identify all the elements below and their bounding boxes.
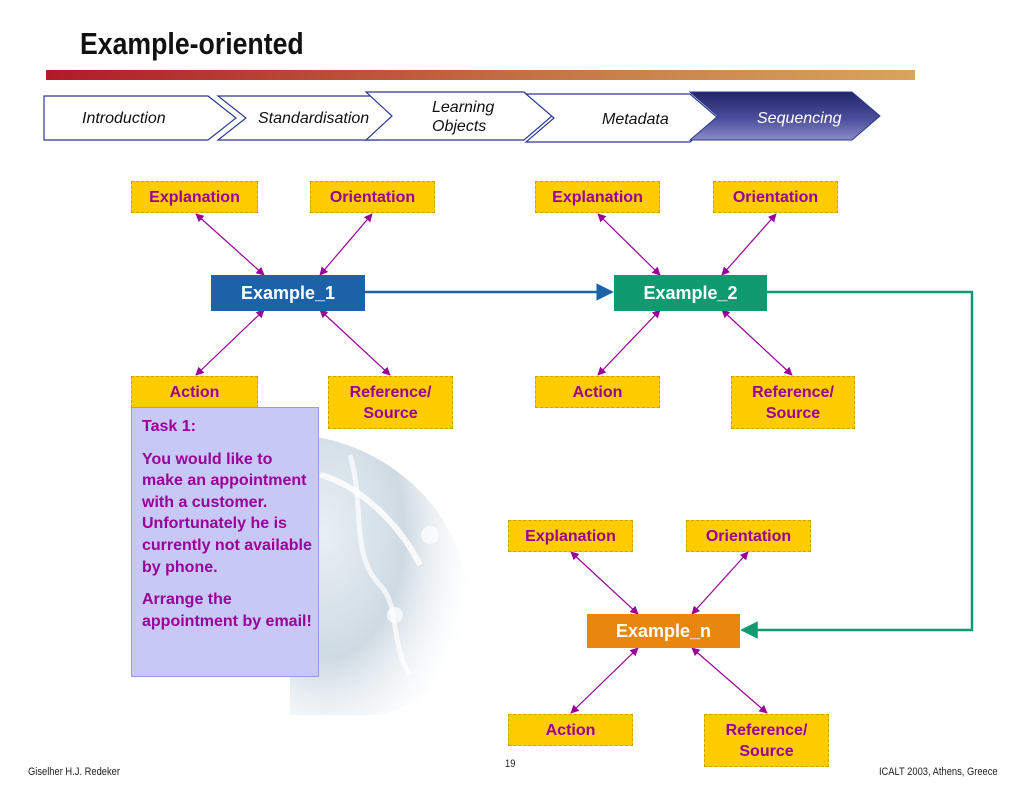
nav-label-learning-line1: Learning bbox=[432, 99, 495, 116]
slide-title: Example-oriented bbox=[80, 26, 304, 61]
ex1-action-box: Action bbox=[131, 376, 258, 408]
ex2-explanation-box: Explanation bbox=[535, 181, 660, 213]
connector-exn-explanation bbox=[570, 551, 639, 615]
nav-label-metadata: Metadata bbox=[602, 111, 669, 128]
footer-author: Giselher H.J. Redeker bbox=[28, 766, 120, 778]
connector-ex2-explanation bbox=[597, 213, 661, 276]
ex2-reference-line1: Reference/ bbox=[752, 383, 834, 401]
flow-arrow-ex2-to-exn bbox=[740, 290, 974, 639]
exn-explanation-box: Explanation bbox=[508, 520, 633, 552]
footer-conference: ICALT 2003, Athens, Greece bbox=[879, 766, 998, 778]
task-instruction: Arrange the appointment by email! bbox=[142, 591, 312, 630]
connector-exn-action bbox=[570, 647, 639, 714]
ex2-action-box: Action bbox=[535, 376, 660, 408]
connector-ex2-orientation bbox=[721, 213, 777, 276]
nav-chevrons-graphic bbox=[43, 91, 881, 143]
connector-ex1-action bbox=[195, 309, 265, 376]
example-n-node: Example_n bbox=[587, 614, 740, 648]
sequence-navigation: Introduction Standardisation Learning Ob… bbox=[40, 90, 890, 146]
connector-ex2-reference bbox=[721, 309, 793, 376]
nav-chevron-introduction[interactable] bbox=[43, 95, 237, 141]
nav-chevron-learning-objects[interactable] bbox=[364, 91, 553, 141]
nav-label-learning-line2: Objects bbox=[432, 118, 487, 135]
nav-label-learning-objects: Learning Objects bbox=[432, 98, 494, 136]
exn-orientation-box: Orientation bbox=[686, 520, 811, 552]
connector-exn-reference bbox=[691, 647, 768, 714]
ex2-orientation-box: Orientation bbox=[713, 181, 838, 213]
ex1-reference-line2: Source bbox=[363, 404, 418, 422]
example-1-node: Example_1 bbox=[211, 275, 365, 311]
ex1-reference-line1: Reference/ bbox=[349, 383, 432, 401]
ex2-reference-line2: Source bbox=[765, 404, 821, 422]
task-body: You would like to make an appointment wi… bbox=[142, 450, 312, 576]
exn-action-box: Action bbox=[508, 714, 633, 746]
task-description-box: Task 1: You would like to make an appoin… bbox=[131, 407, 319, 677]
nav-label-standardisation: Standardisation bbox=[258, 110, 370, 127]
task-heading: Task 1: bbox=[142, 418, 196, 435]
title-underline-bar bbox=[46, 70, 915, 80]
connector-ex1-reference bbox=[319, 309, 391, 376]
exn-reference-line1: Reference/ bbox=[725, 721, 808, 739]
exn-reference-line2: Source bbox=[739, 742, 794, 760]
ex1-reference-box: Reference/ Source bbox=[328, 376, 453, 429]
ex1-orientation-box: Orientation bbox=[310, 181, 435, 213]
ex2-reference-box: Reference/ Source bbox=[731, 376, 855, 429]
nav-chevron-sequencing[interactable] bbox=[688, 91, 881, 141]
connector-exn-orientation bbox=[691, 551, 749, 615]
nav-label-introduction: Introduction bbox=[82, 110, 166, 127]
nav-chevron-metadata[interactable] bbox=[524, 93, 719, 143]
page-number: 19 bbox=[505, 758, 516, 770]
globe-puzzle-image bbox=[290, 435, 467, 715]
connector-ex1-orientation bbox=[319, 213, 373, 276]
connector-ex2-action bbox=[597, 309, 661, 376]
example-2-node: Example_2 bbox=[614, 275, 767, 311]
exn-reference-box: Reference/ Source bbox=[704, 714, 829, 767]
nav-label-sequencing: Sequencing bbox=[757, 110, 842, 127]
connector-ex1-explanation bbox=[195, 213, 265, 276]
ex1-explanation-box: Explanation bbox=[131, 181, 258, 213]
